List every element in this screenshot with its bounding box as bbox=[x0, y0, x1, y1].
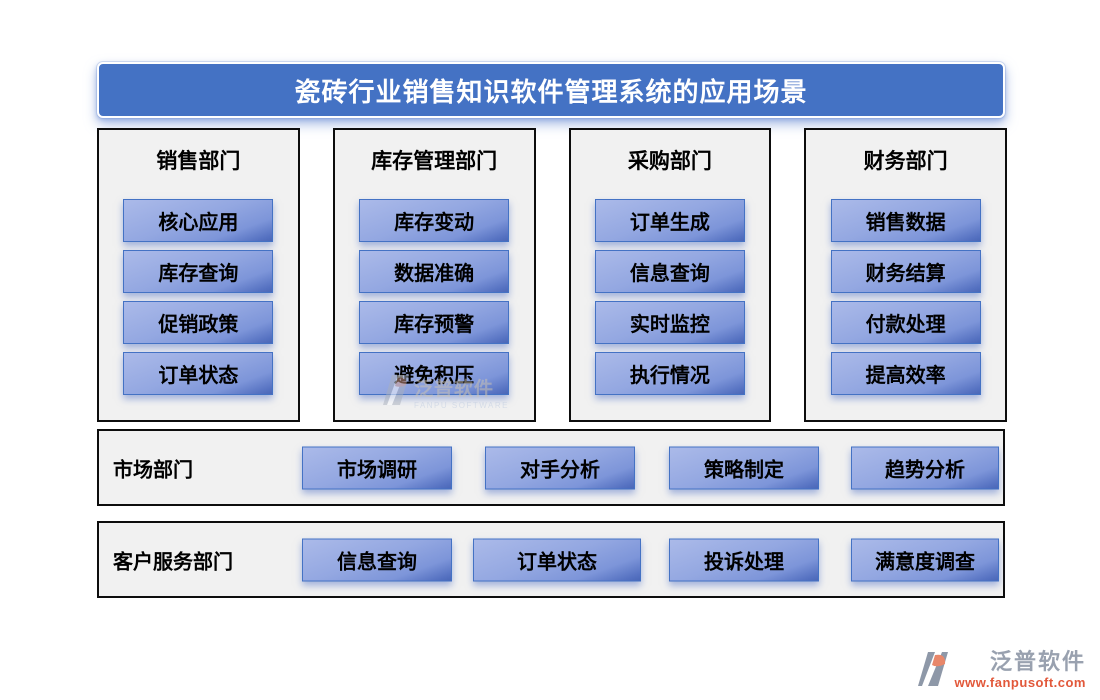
panel-finance-dept: 财务部门 销售数据 财务结算 付款处理 提高效率 bbox=[804, 128, 1007, 422]
feature-button[interactable]: 实时监控 bbox=[594, 301, 745, 344]
feature-button[interactable]: 核心应用 bbox=[123, 199, 274, 242]
fanpu-brand-logo: 泛普软件 www.fanpusoft.com bbox=[918, 651, 1086, 692]
panel-inventory-dept: 库存管理部门 库存变动 数据准确 库存预警 避免积压 bbox=[332, 128, 536, 422]
feature-button[interactable]: 付款处理 bbox=[830, 301, 981, 344]
marketing-dept-row: 市场部门 市场调研 对手分析 策略制定 趋势分析 bbox=[97, 429, 1005, 506]
feature-button[interactable]: 提高效率 bbox=[830, 352, 981, 395]
chip-list: 核心应用 库存查询 促销政策 订单状态 bbox=[123, 199, 274, 395]
panel-title-inventory: 库存管理部门 bbox=[371, 150, 498, 173]
feature-button[interactable]: 对手分析 bbox=[485, 446, 635, 489]
panel-title-purchasing: 采购部门 bbox=[627, 150, 712, 173]
chip-list: 库存变动 数据准确 库存预警 避免积压 bbox=[359, 199, 510, 395]
feature-button[interactable]: 订单状态 bbox=[473, 538, 641, 581]
feature-button[interactable]: 执行情况 bbox=[594, 352, 745, 395]
row-label-customer-service: 客户服务部门 bbox=[113, 551, 233, 573]
panel-sales-dept: 销售部门 核心应用 库存查询 促销政策 订单状态 bbox=[97, 128, 300, 422]
feature-button[interactable]: 满意度调查 bbox=[851, 538, 999, 581]
customer-service-dept-row: 客户服务部门 信息查询 订单状态 投诉处理 满意度调查 bbox=[97, 521, 1005, 598]
feature-button[interactable]: 销售数据 bbox=[830, 199, 981, 242]
feature-button[interactable]: 避免积压 bbox=[359, 352, 510, 395]
feature-button[interactable]: 信息查询 bbox=[302, 538, 452, 581]
feature-button[interactable]: 数据准确 bbox=[359, 250, 510, 293]
row-label-marketing: 市场部门 bbox=[113, 459, 193, 481]
chip-list: 订单生成 信息查询 实时监控 执行情况 bbox=[594, 199, 745, 395]
feature-button[interactable]: 市场调研 bbox=[302, 446, 452, 489]
feature-button[interactable]: 信息查询 bbox=[594, 250, 745, 293]
brand-website: www.fanpusoft.com bbox=[954, 675, 1086, 690]
page-title: 瓷砖行业销售知识软件管理系统的应用场景 bbox=[294, 76, 808, 107]
title-banner: 瓷砖行业销售知识软件管理系统的应用场景 bbox=[97, 62, 1005, 118]
panel-title-sales: 销售部门 bbox=[156, 150, 241, 173]
feature-button[interactable]: 趋势分析 bbox=[851, 446, 999, 489]
feature-button[interactable]: 库存查询 bbox=[123, 250, 274, 293]
feature-button[interactable]: 投诉处理 bbox=[669, 538, 819, 581]
chip-list: 销售数据 财务结算 付款处理 提高效率 bbox=[830, 199, 981, 395]
panel-title-finance: 财务部门 bbox=[863, 150, 948, 173]
fanpu-logo-icon bbox=[918, 651, 949, 692]
feature-button[interactable]: 订单生成 bbox=[594, 199, 745, 242]
feature-button[interactable]: 财务结算 bbox=[830, 250, 981, 293]
feature-button[interactable]: 订单状态 bbox=[123, 352, 274, 395]
feature-button[interactable]: 促销政策 bbox=[123, 301, 274, 344]
departments-row: 销售部门 核心应用 库存查询 促销政策 订单状态 库存管理部门 库存变动 数据准… bbox=[97, 128, 1007, 422]
feature-button[interactable]: 库存预警 bbox=[359, 301, 510, 344]
brand-name: 泛普软件 bbox=[989, 649, 1086, 674]
feature-button[interactable]: 库存变动 bbox=[359, 199, 510, 242]
feature-button[interactable]: 策略制定 bbox=[669, 446, 819, 489]
panel-purchasing-dept: 采购部门 订单生成 信息查询 实时监控 执行情况 bbox=[568, 128, 772, 422]
